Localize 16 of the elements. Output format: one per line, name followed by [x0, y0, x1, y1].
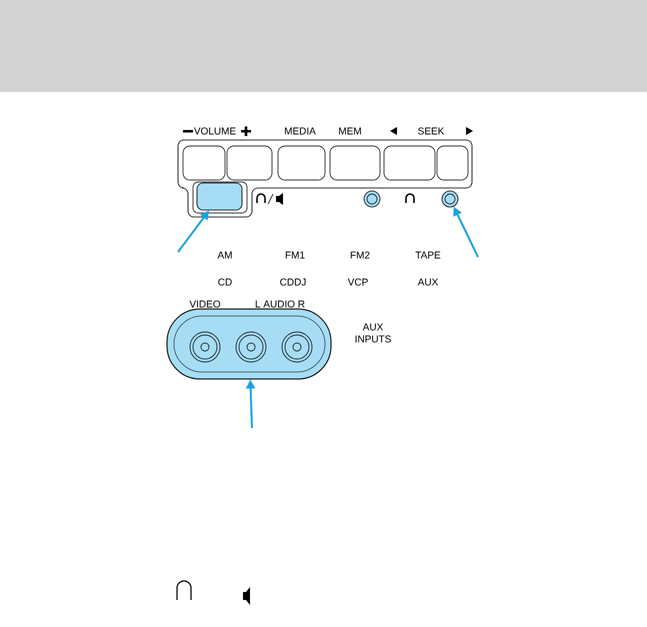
jack-icon	[442, 190, 458, 208]
label: SEEK	[418, 127, 444, 135]
aux-input-panel	[166, 308, 332, 380]
label: MEM	[339, 128, 361, 134]
label: AUX INPUTS	[356, 324, 391, 342]
label: AM	[218, 252, 232, 258]
label: VCP	[348, 278, 368, 286]
label: TAPE	[416, 252, 440, 258]
label: CD	[218, 278, 232, 286]
label: CDDJ	[280, 278, 306, 286]
label: VOLUME	[194, 127, 236, 135]
highlighted-button	[196, 182, 242, 210]
label: MEDIA	[284, 128, 316, 134]
label: AUX	[418, 278, 438, 286]
label: FM2	[350, 252, 370, 258]
label: FM1	[286, 252, 305, 258]
